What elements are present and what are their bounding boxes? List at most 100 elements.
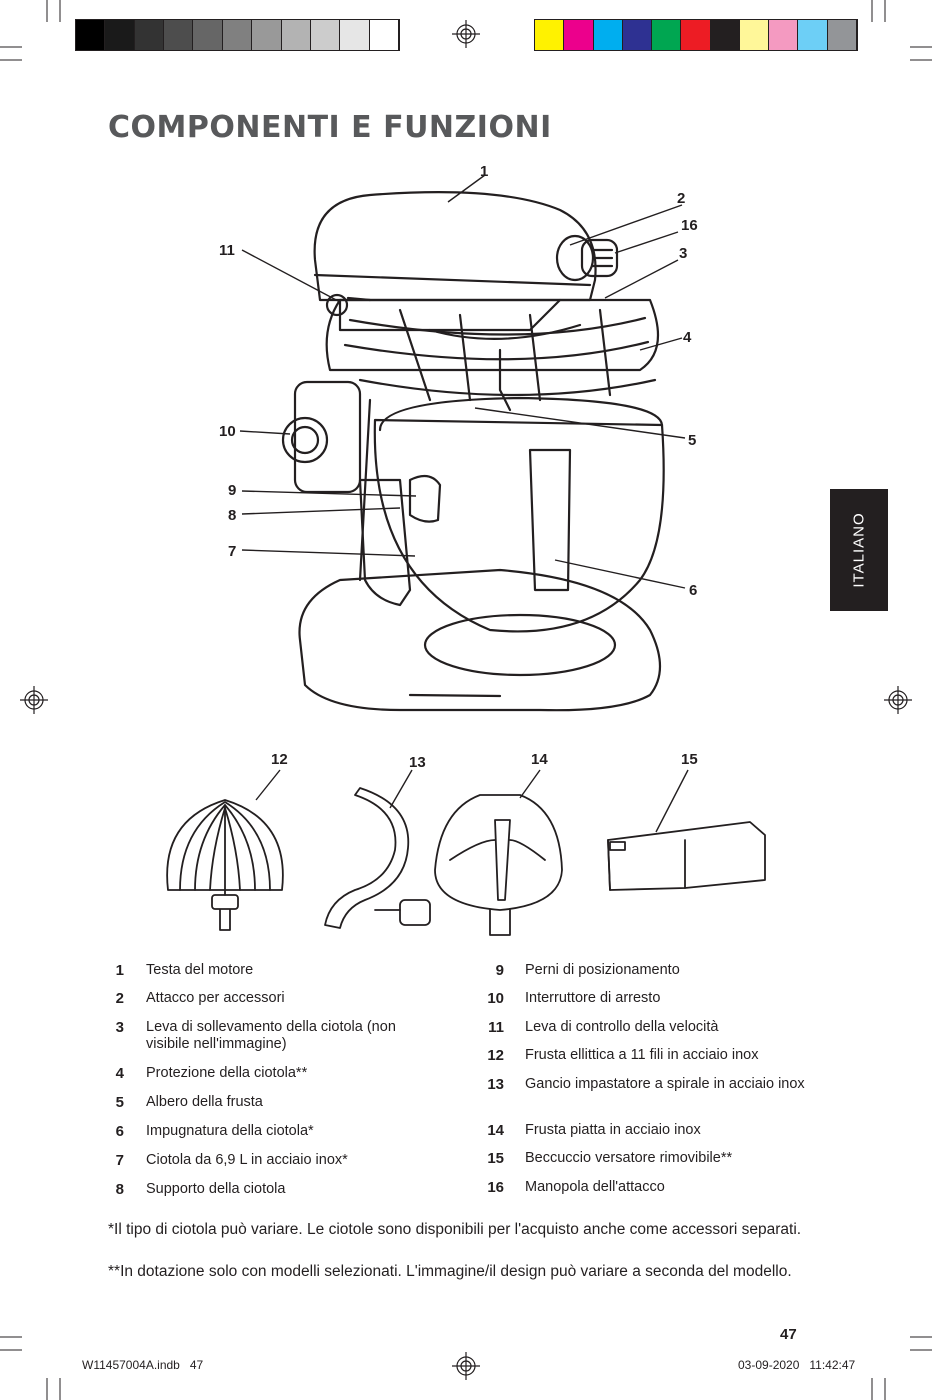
calibration-swatch — [798, 20, 828, 50]
legend-text: Protezione della ciotola** — [146, 1065, 308, 1081]
footnote-bowl: *Il tipo di ciotola può variare. Le ciot… — [108, 1221, 802, 1238]
callout-9: 9 — [228, 482, 237, 499]
calibration-swatch — [739, 20, 770, 50]
accessories-illustration — [166, 769, 766, 936]
calibration-swatch — [593, 20, 623, 50]
calibration-swatch — [622, 20, 653, 50]
calibration-swatch — [222, 20, 253, 50]
legend-number: 14 — [487, 1122, 504, 1139]
legend-item: 14 Frusta piatta in acciaio inox — [478, 1122, 838, 1150]
legend-number: 3 — [115, 1019, 124, 1036]
registration-mark-bottom — [452, 1352, 480, 1380]
date-slug: 03-09-2020 11:42:47 — [738, 1358, 856, 1372]
dough-hook — [324, 787, 431, 929]
legend-item: 5 Albero della frusta — [108, 1094, 468, 1123]
legend-number: 5 — [115, 1094, 124, 1111]
legend-number: 11 — [488, 1019, 504, 1036]
legend-item: 8 Supporto della ciotola — [108, 1181, 468, 1201]
callout-12: 12 — [271, 751, 288, 768]
callout-15: 15 — [681, 751, 698, 768]
calibration-swatch — [193, 20, 223, 50]
page-title: COMPONENTI E FUNZIONI — [108, 110, 552, 145]
grayscale-calibration-bar — [75, 19, 400, 51]
language-tab: ITALIANO — [830, 489, 888, 611]
mixer-bowl — [373, 418, 665, 633]
legend-text: Gancio impastatore a spirale in acciaio … — [525, 1076, 805, 1092]
legend-text: Manopola dell'attacco — [525, 1179, 665, 1195]
calibration-swatch — [310, 20, 341, 50]
legend-text: Perni di posizionamento — [525, 962, 680, 978]
legend-text: Albero della frusta — [146, 1094, 263, 1110]
calibration-swatch — [827, 20, 857, 50]
legend-item: 10 Interruttore di arresto — [478, 990, 838, 1019]
calibration-swatch — [76, 20, 106, 50]
legend-number: 2 — [115, 990, 124, 1007]
calibration-swatch — [769, 20, 799, 50]
legend-text: Attacco per accessori — [146, 990, 285, 1006]
file-slug: W11457004A.indb 47 — [82, 1358, 204, 1372]
registration-mark-left — [20, 686, 48, 714]
footnote-models: **In dotazione solo con modelli selezion… — [108, 1263, 792, 1280]
legend-text: Frusta piatta in acciaio inox — [525, 1122, 701, 1138]
mixer-base — [298, 568, 661, 712]
calibration-swatch — [652, 20, 682, 50]
callout-11: 11 — [219, 242, 235, 259]
calibration-swatch — [564, 20, 594, 50]
legend-item: 16 Manopola dell'attacco — [478, 1179, 838, 1199]
legend-number: 8 — [115, 1181, 124, 1198]
legend-number: 12 — [487, 1047, 504, 1064]
callout-5: 5 — [688, 432, 697, 449]
legend-text: Frusta ellittica a 11 fili in acciaio in… — [525, 1047, 759, 1063]
legend-text: Ciotola da 6,9 L in acciaio inox* — [146, 1152, 348, 1168]
legend-text: Leva di sollevamento della ciotola (non … — [146, 1019, 396, 1052]
wire-whip — [166, 799, 284, 931]
legend-item: 11 Leva di controllo della velocità — [478, 1019, 838, 1047]
calibration-swatch — [369, 20, 399, 50]
page-number: 47 — [780, 1326, 797, 1343]
legend-text: Interruttore di arresto — [525, 990, 661, 1006]
legend-text: Testa del motore — [146, 962, 254, 978]
callout-10: 10 — [219, 423, 236, 440]
flat-beater — [434, 794, 563, 936]
legend-item: 3 Leva di sollevamento della ciotola (non… — [108, 1019, 468, 1065]
legend-number: 15 — [487, 1150, 504, 1167]
calibration-swatch — [105, 20, 135, 50]
pouring-shield — [607, 821, 766, 891]
color-calibration-bar — [534, 19, 858, 51]
language-tab-label: ITALIANO — [850, 512, 868, 588]
legend-item: 12 Frusta ellittica a 11 fili in acciaio … — [478, 1047, 838, 1076]
callout-13: 13 — [409, 754, 426, 771]
legend-number: 16 — [487, 1179, 504, 1196]
legend-number: 13 — [487, 1076, 504, 1093]
calibration-swatch — [710, 20, 740, 50]
calibration-swatch — [252, 20, 282, 50]
stand-mixer-illustration — [239, 174, 686, 712]
callout-8: 8 — [228, 507, 237, 524]
calibration-swatch — [164, 20, 194, 50]
registration-mark-top — [452, 20, 480, 48]
legend-number: 10 — [487, 990, 504, 1007]
legend-text: Beccuccio versatore rimovibile** — [525, 1150, 733, 1166]
legend-text: Supporto della ciotola — [146, 1181, 286, 1197]
calibration-swatch — [281, 20, 311, 50]
legend-item: 1 Testa del motore — [108, 962, 468, 990]
legend-number: 6 — [115, 1123, 124, 1140]
legend-item: 15 Beccuccio versatore rimovibile** — [478, 1150, 838, 1179]
callout-3: 3 — [679, 245, 688, 262]
callout-2: 2 — [677, 190, 686, 207]
legend-text: Leva di controllo della velocità — [525, 1019, 719, 1035]
callout-14: 14 — [531, 751, 548, 768]
legend-item: 2 Attacco per accessori — [108, 990, 468, 1019]
calibration-swatch — [535, 20, 565, 50]
legend-number: 1 — [115, 962, 124, 979]
legend-number: 4 — [115, 1065, 124, 1082]
calibration-swatch — [340, 20, 370, 50]
callout-7: 7 — [228, 543, 237, 560]
legend-item: 13 Gancio impastatore a spirale in acciai… — [478, 1076, 838, 1122]
callout-4: 4 — [683, 329, 692, 346]
